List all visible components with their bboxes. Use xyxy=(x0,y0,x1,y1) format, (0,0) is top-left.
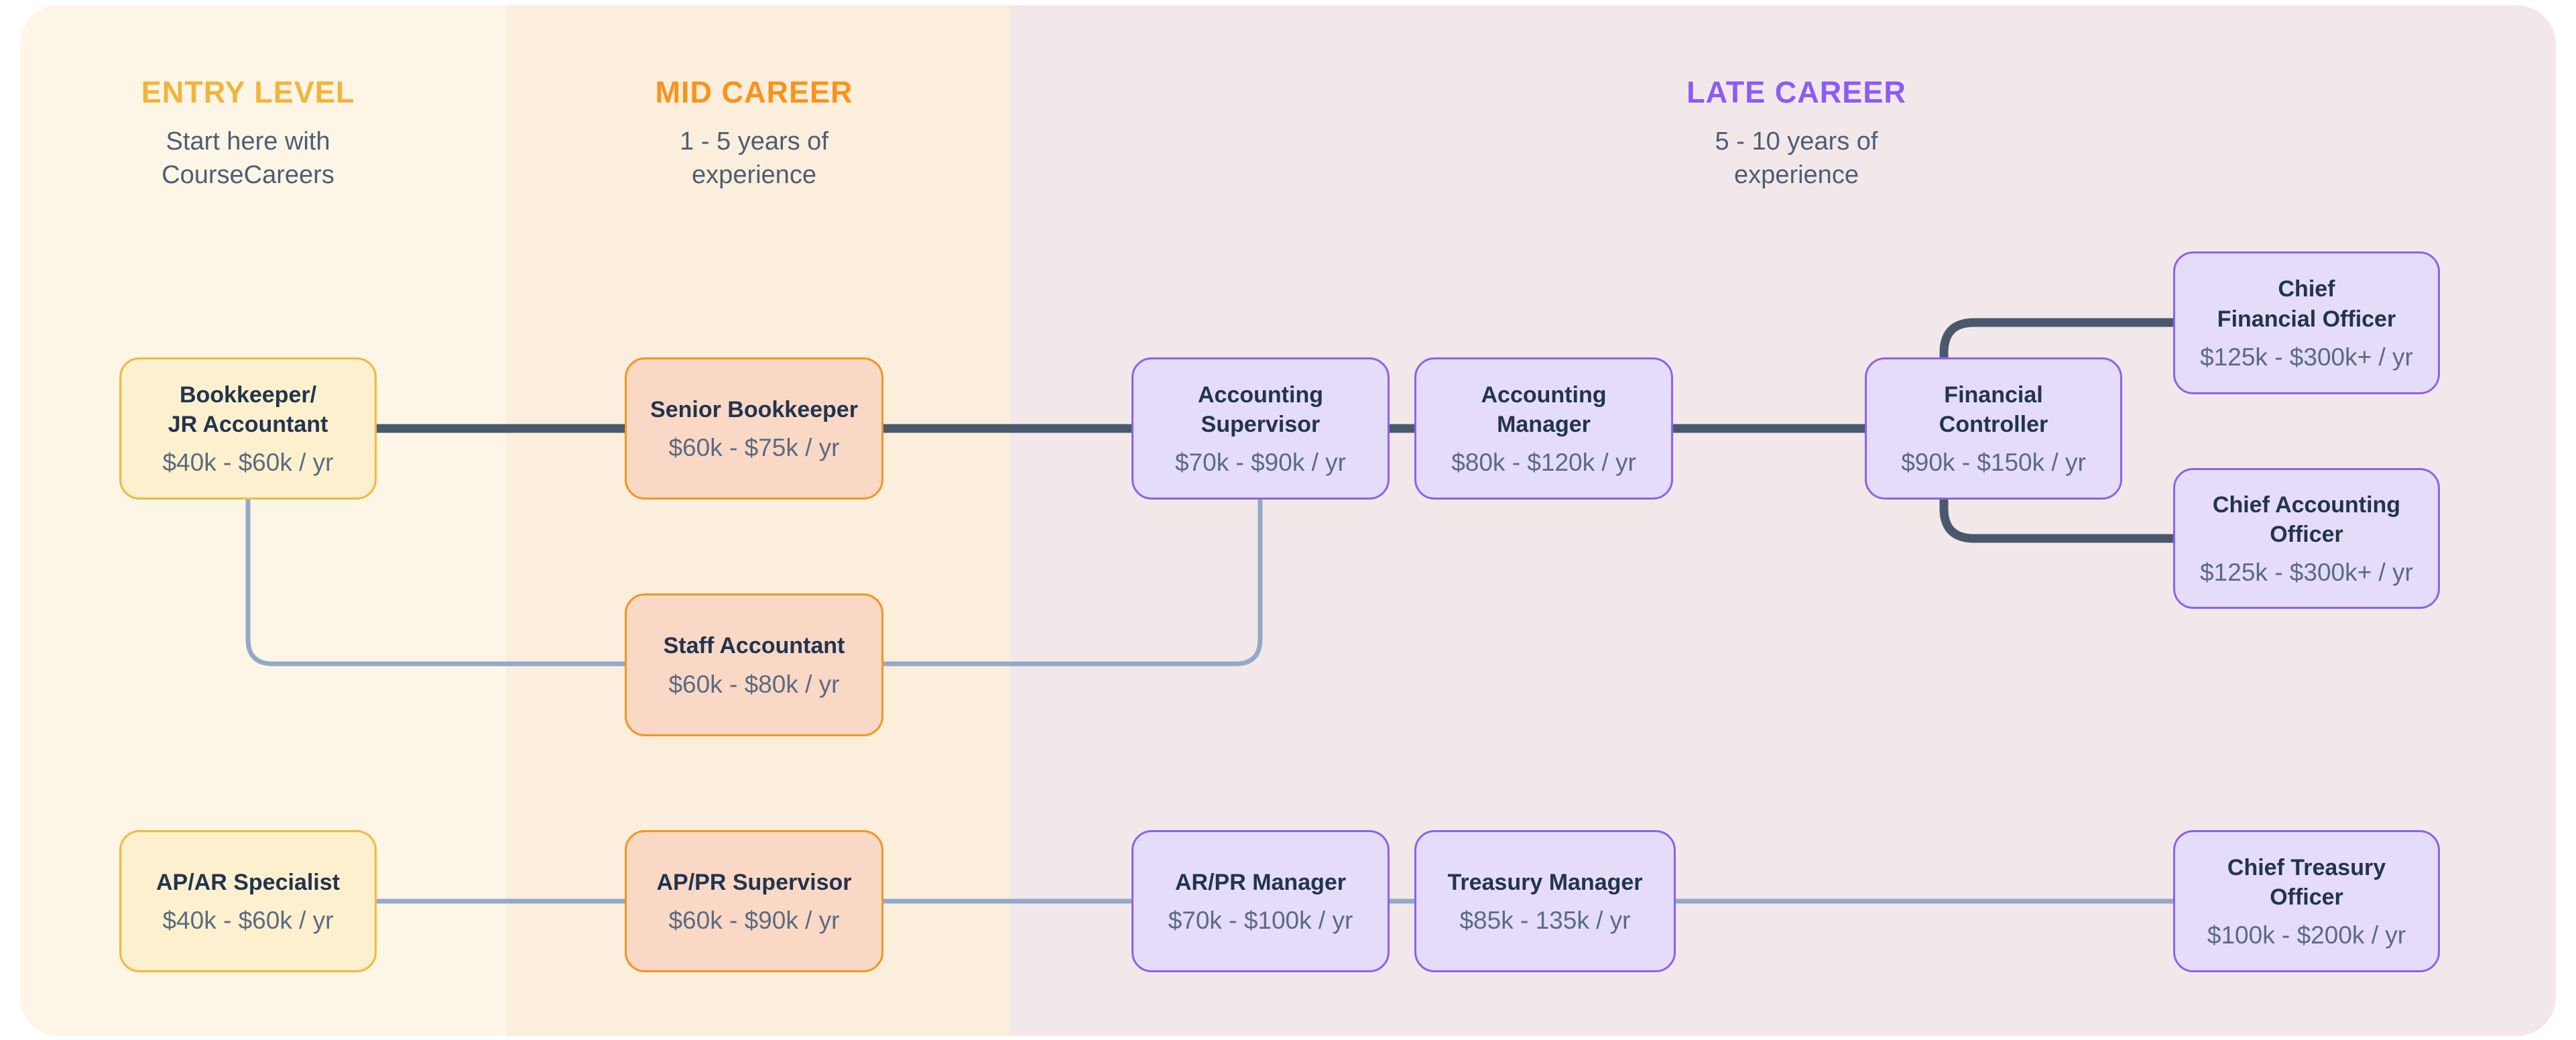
node-accounting-manager: Accounting Manager $80k - $120k / yr xyxy=(1414,357,1673,500)
node-title: Accounting Supervisor xyxy=(1198,380,1323,439)
node-title-line: Accounting xyxy=(1198,382,1323,408)
node-salary: $80k - $120k / yr xyxy=(1451,449,1636,477)
node-title: Chief Accounting Officer xyxy=(2213,490,2400,549)
node-ap-ar-specialist: AP/AR Specialist $40k - $60k / yr xyxy=(119,830,377,972)
section-subtitle-line: CourseCareers xyxy=(162,161,334,190)
node-title-line: Supervisor xyxy=(1201,412,1321,437)
node-treasury-manager: Treasury Manager $85k - 135k / yr xyxy=(1414,830,1676,972)
node-financial-controller: Financial Controller $90k - $150k / yr xyxy=(1865,357,2122,500)
node-title: Treasury Manager xyxy=(1447,868,1642,897)
node-salary: $100k - $200k / yr xyxy=(2207,921,2406,949)
node-title: AP/PR Supervisor xyxy=(657,868,852,897)
section-subtitle-line: experience xyxy=(1734,161,1859,190)
node-salary: $85k - 135k / yr xyxy=(1459,907,1631,935)
section-subtitle-mid: 1 - 5 years of experience xyxy=(580,125,928,192)
node-salary: $125k - $300k+ / yr xyxy=(2200,559,2413,587)
node-title-line: Accounting xyxy=(1481,382,1607,408)
node-title: AP/AR Specialist xyxy=(156,868,340,897)
node-salary: $125k - $300k+ / yr xyxy=(2200,343,2413,371)
node-title: Staff Accountant xyxy=(664,631,845,660)
node-title-line: Chief Accounting xyxy=(2212,492,2401,518)
node-title: Chief Financial Officer xyxy=(2217,274,2396,333)
section-header-entry: ENTRY LEVEL Start here with CourseCareer… xyxy=(74,75,422,192)
node-title-line: JR Accountant xyxy=(168,412,328,437)
node-salary: $90k - $150k / yr xyxy=(1901,449,2086,477)
section-subtitle-line: 5 - 10 years of xyxy=(1715,127,1878,156)
node-title-line: Treasury Manager xyxy=(1447,869,1643,895)
node-title-line: AP/PR Supervisor xyxy=(656,869,852,895)
node-chief-accounting-officer: Chief Accounting Officer $125k - $300k+ … xyxy=(2173,468,2440,609)
node-title: Chief Treasury Officer xyxy=(2227,853,2386,912)
node-chief-financial-officer: Chief Financial Officer $125k - $300k+ /… xyxy=(2173,251,2440,394)
node-salary: $40k - $60k / yr xyxy=(162,449,334,477)
section-subtitle-line: experience xyxy=(692,161,816,190)
node-ar-pr-manager: AR/PR Manager $70k - $100k / yr xyxy=(1131,830,1390,972)
node-title-line: Bookkeeper/ xyxy=(179,382,317,408)
section-subtitle-line: Start here with xyxy=(166,127,330,156)
node-salary: $40k - $60k / yr xyxy=(162,907,334,935)
connector-controller-to-cao xyxy=(1939,483,2174,543)
node-title: Accounting Manager xyxy=(1481,380,1607,439)
node-salary: $70k - $100k / yr xyxy=(1168,907,1353,935)
node-salary: $60k - $75k / yr xyxy=(668,434,840,462)
node-ap-pr-supervisor: AP/PR Supervisor $60k - $90k / yr xyxy=(625,830,883,972)
node-salary: $60k - $80k / yr xyxy=(668,670,840,698)
node-title-line: Financial Officer xyxy=(2217,306,2396,332)
node-title-line: Staff Accountant xyxy=(663,633,845,659)
connector-controller-to-cfo xyxy=(1939,318,2174,375)
node-title-line: AP/AR Specialist xyxy=(156,869,340,895)
node-senior-bookkeeper: Senior Bookkeeper $60k - $75k / yr xyxy=(625,357,883,500)
node-salary: $70k - $90k / yr xyxy=(1174,449,1346,477)
node-title-line: Officer xyxy=(2270,884,2343,910)
node-bookkeeper-jr-accountant: Bookkeeper/ JR Accountant $40k - $60k / … xyxy=(119,357,377,500)
node-title: Senior Bookkeeper xyxy=(650,395,858,424)
section-subtitle-entry: Start here with CourseCareers xyxy=(74,125,422,192)
node-salary: $60k - $90k / yr xyxy=(668,907,840,935)
node-title: AR/PR Manager xyxy=(1175,868,1346,897)
section-header-mid: MID CAREER 1 - 5 years of experience xyxy=(580,75,928,192)
node-title-line: Officer xyxy=(2270,522,2343,547)
node-title-line: Chief xyxy=(2278,276,2335,302)
node-staff-accountant: Staff Accountant $60k - $80k / yr xyxy=(625,593,883,736)
section-label-entry: ENTRY LEVEL xyxy=(141,75,355,109)
node-title: Financial Controller xyxy=(1939,380,2048,439)
node-title-line: Controller xyxy=(1939,412,2048,437)
section-label-mid: MID CAREER xyxy=(655,75,853,109)
section-header-late: LATE CAREER 5 - 10 years of experience xyxy=(1622,75,1971,192)
section-label-late: LATE CAREER xyxy=(1686,75,1906,109)
node-accounting-supervisor: Accounting Supervisor $70k - $90k / yr xyxy=(1131,357,1390,500)
node-title-line: Financial xyxy=(1944,382,2043,408)
section-subtitle-line: 1 - 5 years of xyxy=(680,127,829,156)
node-title-line: Senior Bookkeeper xyxy=(650,396,858,422)
node-title-line: AR/PR Manager xyxy=(1174,869,1347,895)
node-title: Bookkeeper/ JR Accountant xyxy=(168,380,328,439)
node-chief-treasury-officer: Chief Treasury Officer $100k - $200k / y… xyxy=(2173,830,2440,972)
node-title-line: Chief Treasury xyxy=(2227,854,2386,880)
node-title-line: Manager xyxy=(1497,412,1591,437)
section-subtitle-late: 5 - 10 years of experience xyxy=(1622,125,1971,192)
